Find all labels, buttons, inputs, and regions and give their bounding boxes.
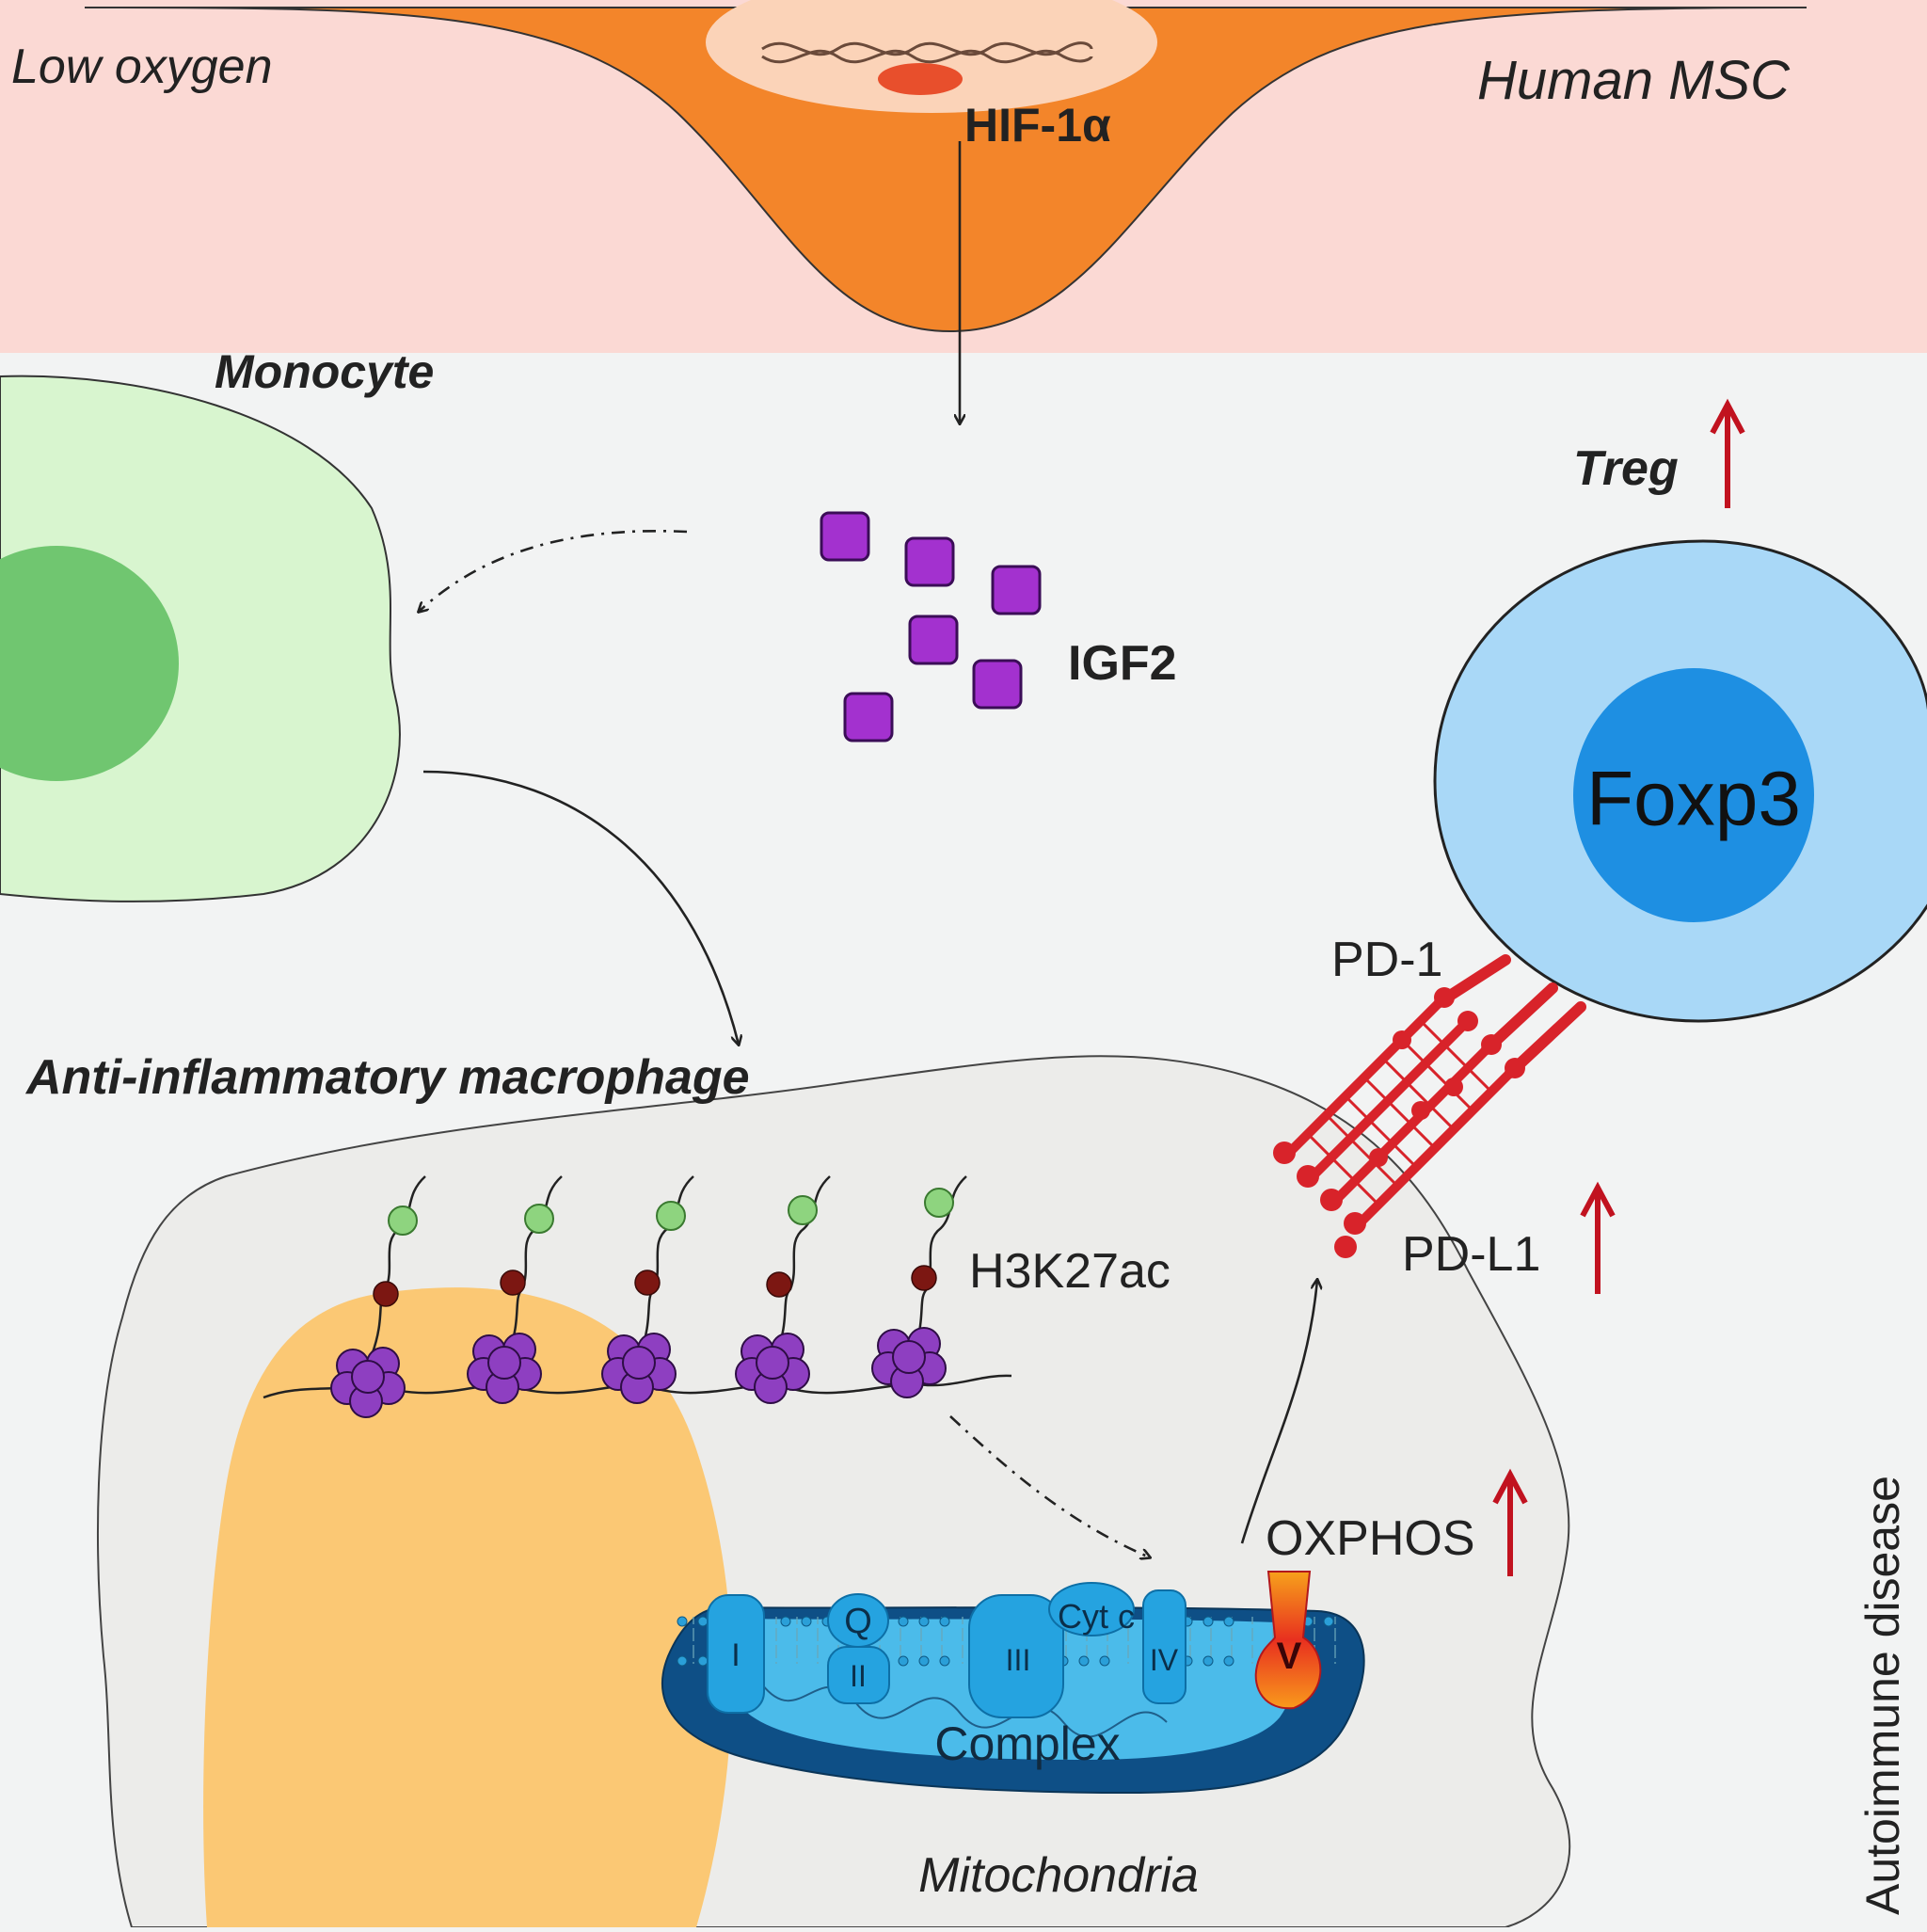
treg-nucleus	[1573, 668, 1814, 922]
complex-i	[707, 1594, 765, 1714]
macrophage-nucleus	[203, 1287, 732, 1927]
up-arrow-icon	[1710, 398, 1745, 508]
pd-l1-label: PD-L1	[1402, 1227, 1540, 1282]
monocyte-nucleus	[0, 546, 179, 781]
up-arrow-icon	[1580, 1181, 1616, 1294]
igf2-molecule	[972, 659, 1023, 710]
macrophage-label: Anti-inflammatory macrophage	[24, 1050, 750, 1105]
igf2-label: IGF2	[1068, 636, 1177, 691]
h3k27ac-label: H3K27ac	[969, 1244, 1171, 1299]
human-msc-label: Human MSC	[1477, 50, 1791, 111]
chromatin-to-mitochondria-dashed-arrow	[949, 1415, 1150, 1557]
nucleosome	[601, 1333, 677, 1404]
nucleosome	[871, 1327, 947, 1398]
igf2-molecule	[904, 536, 955, 587]
oxphos-to-pdl1-arrow	[1240, 1280, 1317, 1544]
dna-icon	[761, 41, 1093, 64]
pd-beads	[1273, 987, 1525, 1258]
igf2-to-monocyte-dashed-arrow	[419, 529, 688, 612]
cytochrome-c	[1048, 1582, 1135, 1637]
cristae	[761, 1684, 1168, 1738]
complex-iii	[968, 1594, 1064, 1718]
nucleosomes	[330, 1327, 947, 1418]
pd-rungs	[1306, 1019, 1493, 1206]
igf2-molecule	[843, 692, 894, 742]
pd1-pdl1-complex	[1273, 954, 1586, 1258]
acetyl-marks	[388, 1188, 954, 1236]
autoimmune-disease-label: Autoimmune disease	[1856, 1476, 1909, 1915]
complex-v-label: V	[1277, 1636, 1302, 1677]
complex-iv-label: IV	[1150, 1643, 1179, 1677]
up-arrow-icon	[1492, 1468, 1528, 1576]
nucleosome	[735, 1333, 810, 1404]
mitochondrion: I Q II III Cyt c IV V Complex	[661, 1571, 1365, 1795]
low-oxygen-label: Low oxygen	[11, 40, 273, 94]
oxphos-label: OXPHOS	[1266, 1511, 1475, 1566]
hif-1a-label: HIF-1α	[964, 99, 1111, 152]
igf2-molecule	[908, 615, 959, 665]
foxp3-label: Foxp3	[1586, 757, 1801, 842]
complex-v	[1254, 1571, 1322, 1710]
hif-1a-protein	[878, 63, 963, 95]
msc-cell	[84, 7, 1808, 333]
pd-1-label: PD-1	[1331, 933, 1442, 987]
complex-label: Complex	[934, 1717, 1120, 1770]
complex-i-label: I	[731, 1637, 740, 1673]
igf2-molecule	[820, 511, 870, 562]
monocyte-label: Monocyte	[215, 345, 434, 398]
complex-iii-label: III	[1006, 1643, 1031, 1677]
monocyte-to-macrophage-arrow	[422, 770, 739, 1045]
mitochondria-label: Mitochondria	[918, 1848, 1199, 1903]
complex-ii-label: II	[850, 1659, 867, 1693]
complex-iv	[1142, 1589, 1186, 1704]
msc-nucleus	[706, 0, 1157, 113]
methyl-marks	[373, 1265, 937, 1307]
nucleosome	[330, 1347, 406, 1418]
q-label: Q	[844, 1602, 872, 1641]
complex-ii	[827, 1646, 890, 1704]
igf2-molecule	[991, 565, 1042, 615]
treg-label: Treg	[1573, 441, 1679, 496]
nucleosome	[467, 1333, 542, 1404]
cytc-label: Cyt c	[1058, 1597, 1135, 1636]
igf2-molecules	[820, 511, 1042, 742]
